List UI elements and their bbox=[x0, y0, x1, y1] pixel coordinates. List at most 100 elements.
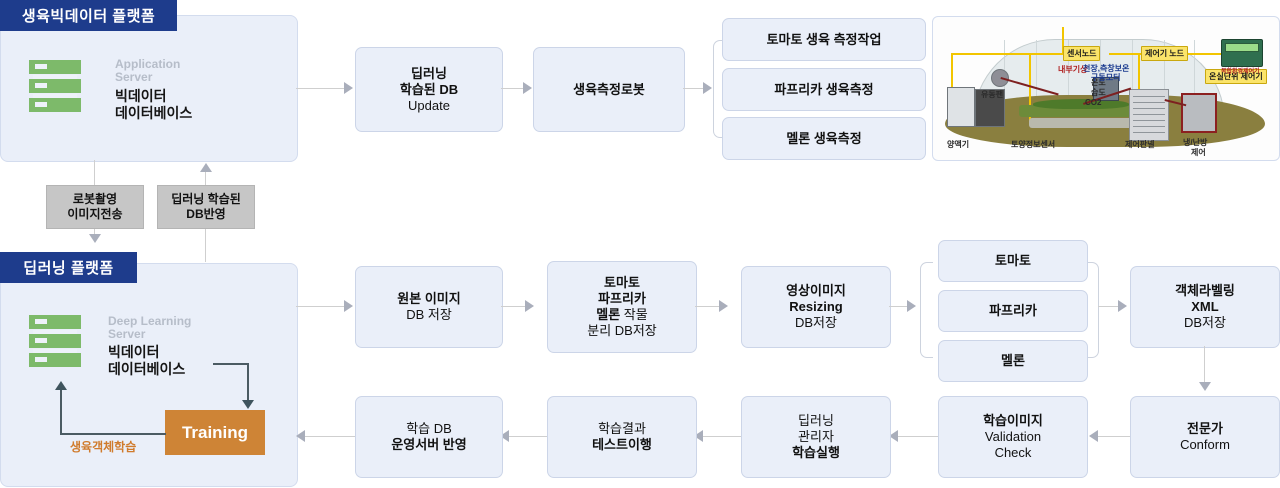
crop-label: 파프리카 bbox=[989, 303, 1037, 318]
crop-label: 토마토 bbox=[995, 253, 1031, 268]
bottom-flow-line-3 bbox=[889, 306, 909, 307]
connector-label-down-line2: 이미지전송 bbox=[67, 207, 123, 221]
top-server-name: 빅데이터 데이터베이스 bbox=[115, 88, 192, 122]
top-server-name-line1: 빅데이터 bbox=[115, 88, 167, 104]
label-text: 센서노드 bbox=[1067, 49, 1097, 58]
bottom-server-role: Deep Learning Server bbox=[108, 315, 191, 341]
greenhouse-illustration: 센서노드 제어기 노드 온실단위 제어기 내부기상 온도 습도 CO2 천장,측… bbox=[932, 16, 1280, 161]
branch-label: 토마토 생육 측정작업 bbox=[766, 31, 882, 47]
sensor-wire-v2 bbox=[1029, 53, 1031, 125]
bottom-flow-step-apply-to-operation-server[interactable]: 학습 DB 운영서버 반영 bbox=[355, 396, 503, 478]
bottom-flow-step-crop-separation-db[interactable]: 토마토 파프리카 멜론 작물 분리 DB저장 bbox=[547, 261, 697, 353]
top-flow-line-2 bbox=[683, 88, 705, 89]
bottom-flow-step-training-execution[interactable]: 딥러닝 관리자 학습실행 bbox=[741, 396, 891, 478]
label-text: 유동팬 bbox=[981, 90, 1004, 99]
step-line1: 영상이미지 bbox=[786, 283, 846, 298]
step-line1: 딥러닝 bbox=[798, 413, 834, 428]
bottom-flow-step-image-resizing-db[interactable]: 영상이미지 Resizing DB저장 bbox=[741, 266, 891, 348]
controller-wire-v bbox=[1138, 55, 1140, 93]
xml-to-expert-line bbox=[1204, 346, 1205, 384]
row2-line-2 bbox=[898, 436, 938, 437]
bottom-flow-entry-arrow bbox=[344, 300, 353, 312]
db-to-training-line-v2 bbox=[247, 363, 249, 401]
nutrient-machine-shape bbox=[947, 87, 975, 127]
bottom-flow-line-1 bbox=[501, 306, 527, 307]
step-line1: 학습이미지 bbox=[983, 413, 1043, 428]
step-line1: 학습결과 bbox=[598, 421, 646, 436]
circulation-fan-shape bbox=[991, 69, 1009, 87]
step-line2: DB 저장 bbox=[406, 307, 452, 322]
top-flow-arrow-2 bbox=[703, 82, 712, 94]
label-internal-weather: 내부기상 bbox=[1058, 64, 1087, 75]
training-to-db-line-h bbox=[60, 433, 166, 435]
connector-label-trained-db-apply: 딥러닝 학습된 DB반영 bbox=[157, 185, 255, 229]
top-flow-entry-line bbox=[296, 88, 346, 89]
step-line4: 분리 DB저장 bbox=[587, 323, 657, 338]
bottom-flow-step-validation-check[interactable]: 학습이미지 Validation Check bbox=[938, 396, 1088, 478]
label-text: 복합환경제어기 bbox=[1221, 69, 1260, 75]
step-line2: Validation bbox=[984, 429, 1042, 444]
panel-title-text: 생육빅데이터 플랫폼 bbox=[21, 8, 156, 25]
top-flow-step-deeplearning-db-update[interactable]: 딥러닝 학습된 DB Update bbox=[355, 47, 503, 132]
top-flow-branch-paprika[interactable]: 파프리카 생육측정 bbox=[722, 68, 926, 111]
label-controller-node: 제어기 노드 bbox=[1141, 46, 1189, 61]
step-line2: 파프리카 bbox=[598, 291, 646, 306]
step-line1: 객체라벨링 bbox=[1175, 283, 1235, 298]
bottom-flow-line-2 bbox=[695, 306, 721, 307]
learning-loop-label-text: 생육객체학습 bbox=[70, 440, 137, 454]
top-flow-step-growth-measuring-robot[interactable]: 생육측정로봇 bbox=[533, 47, 685, 132]
step-line2: Conform bbox=[1180, 437, 1230, 452]
top-flow-branch-tomato[interactable]: 토마토 생육 측정작업 bbox=[722, 18, 926, 61]
label-humidity: 습도 bbox=[1091, 87, 1106, 98]
label-text: 온도 bbox=[1091, 78, 1106, 87]
label-temperature: 온도 bbox=[1091, 77, 1106, 88]
crop-box-tomato[interactable]: 토마토 bbox=[938, 240, 1088, 282]
label-nutrient-machine: 양액기 bbox=[947, 139, 969, 150]
bottom-server-role-line2: Server bbox=[108, 327, 146, 341]
bottom-server-name-line2: 데이터베이스 bbox=[108, 361, 186, 377]
step-line3: 학습실행 bbox=[792, 445, 840, 460]
step-line3: Update bbox=[408, 97, 450, 113]
crop-box-melon[interactable]: 멜론 bbox=[938, 340, 1088, 382]
label-text: 양액기 bbox=[947, 140, 970, 149]
panel-title-text: 딥러닝 플랫폼 bbox=[23, 260, 114, 277]
bottom-server-role-line1: Deep Learning bbox=[108, 314, 192, 328]
bottom-flow-arrow-4 bbox=[1118, 300, 1127, 312]
hvac-photo-shape bbox=[1181, 93, 1217, 133]
label-text: 온실단위 제어기 bbox=[1209, 72, 1263, 81]
label-env-controller-caption: 복합환경제어기 bbox=[1221, 66, 1260, 75]
label-sensor-node: 센서노드 bbox=[1063, 46, 1101, 61]
training-to-db-line-v bbox=[60, 390, 62, 435]
step-line2: XML bbox=[1191, 299, 1219, 314]
row2-arrow-2 bbox=[889, 430, 898, 442]
training-box[interactable]: Training bbox=[165, 410, 265, 455]
top-server-role: Application Server bbox=[115, 58, 180, 84]
label-ceiling-motor-line1: 천장,측창보온 bbox=[1083, 63, 1129, 74]
sensor-wire-top bbox=[1062, 27, 1064, 53]
step-line2: 테스트이행 bbox=[592, 437, 652, 452]
sensor-wire bbox=[951, 53, 1063, 55]
step-line3b: 작물 bbox=[620, 307, 648, 322]
crop-box-paprika[interactable]: 파프리카 bbox=[938, 290, 1088, 332]
env-controller-device bbox=[1221, 39, 1263, 67]
bottom-server-name-line1: 빅데이터 bbox=[108, 344, 160, 360]
branch-label: 멜론 생육측정 bbox=[786, 130, 862, 146]
bottom-flow-step-object-labeling-xml[interactable]: 객체라벨링 XML DB저장 bbox=[1130, 266, 1280, 348]
label-text: 토양정보센서 bbox=[1011, 140, 1056, 149]
bottom-flow-step-expert-conform[interactable]: 전문가 Conform bbox=[1130, 396, 1280, 478]
label-text: 제어판넬 bbox=[1125, 140, 1155, 149]
top-flow-line-1 bbox=[501, 88, 525, 89]
crop-label: 멜론 bbox=[1001, 353, 1025, 368]
row2-arrow-1 bbox=[1089, 430, 1098, 442]
crop-branch-bracket-right bbox=[1086, 262, 1099, 358]
step-line3: DB저장 bbox=[1184, 315, 1226, 330]
row2-exit-line bbox=[304, 436, 355, 437]
connector-label-robot-image-transfer: 로봇촬영 이미지전송 bbox=[46, 185, 144, 229]
top-flow-branch-melon[interactable]: 멜론 생육측정 bbox=[722, 117, 926, 160]
bottom-server-name: 빅데이터 데이터베이스 bbox=[108, 344, 185, 378]
bottom-flow-step-original-image-db[interactable]: 원본 이미지 DB 저장 bbox=[355, 266, 503, 348]
panel-title-growth-bigdata-platform: 생육빅데이터 플랫폼 bbox=[0, 0, 177, 31]
label-control-panel: 제어판넬 bbox=[1125, 139, 1154, 150]
bottom-flow-step-test-execution[interactable]: 학습결과 테스트이행 bbox=[547, 396, 697, 478]
ceiling-motor-shape bbox=[1093, 77, 1119, 101]
